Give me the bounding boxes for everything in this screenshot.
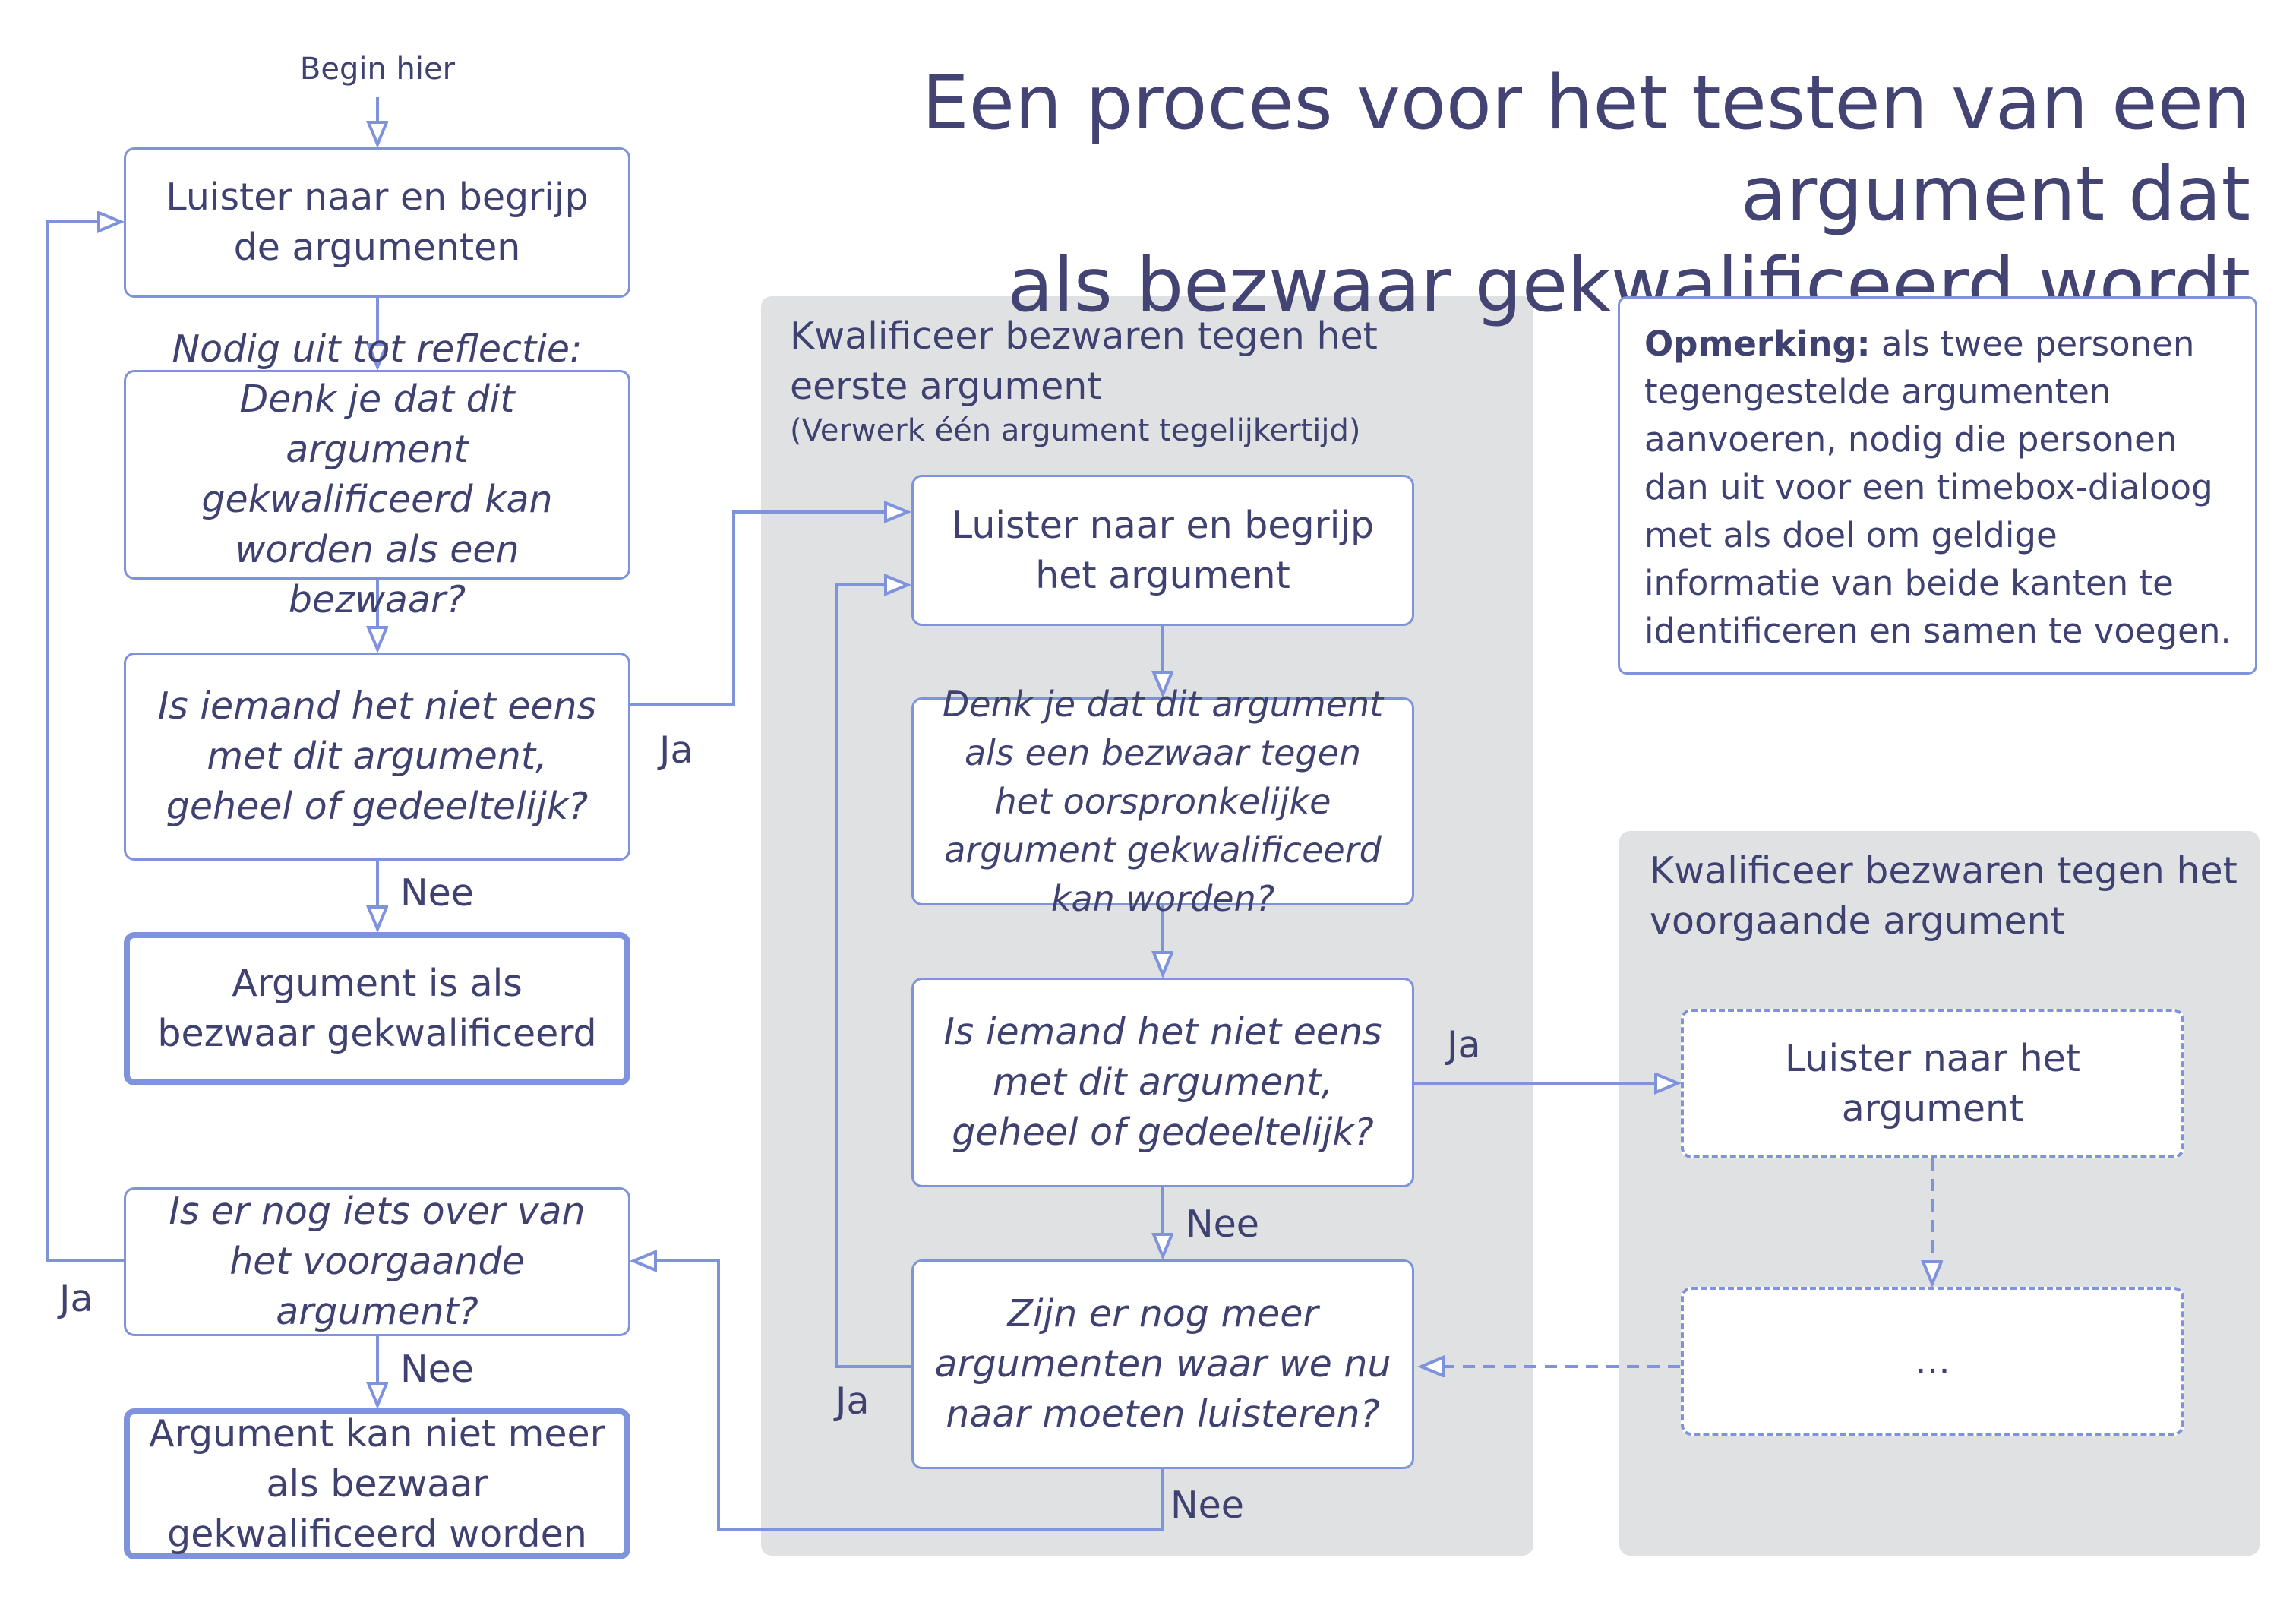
- panel-previous-argument-title: Kwalificeer bezwaren tegen het voorgaand…: [1650, 849, 2238, 943]
- box-listen-argument: Luister naar en begrijp het argument: [911, 475, 1414, 626]
- label-yes-more: Ja: [835, 1379, 870, 1423]
- label-yes-disagree: Ja: [659, 728, 693, 772]
- box-invite-reflection: Nodig uit tot reflectie: Denk je dat dit…: [124, 327, 630, 621]
- box-listen-argument-text: Luister naar en begrijp het argument: [951, 503, 1375, 597]
- label-no-mid-disagree: Nee: [1186, 1202, 1259, 1246]
- box-listen-previous-argument-text: Luister naar het argument: [1785, 1036, 2080, 1130]
- box-anything-remaining-text: Is er nog iets over van het voorgaande a…: [169, 1190, 586, 1333]
- label-no-disagree: Nee: [400, 871, 474, 915]
- box-think-objection: Denk je dat dit argument als een bezwaar…: [911, 684, 1414, 919]
- box-argument-qualified: Argument is als bezwaar gekwalificeerd: [124, 932, 630, 1085]
- box-listen-previous-argument: Luister naar het argument: [1681, 1009, 2184, 1158]
- box-argument-not-qualified: Argument kan niet meer als bezwaar gekwa…: [124, 1408, 630, 1559]
- box-listen-arguments-text: Luister naar en begrijp de argumenten: [166, 175, 589, 269]
- box-ellipsis-text: ...: [1915, 1339, 1950, 1383]
- arrow-mid-more-no: [633, 1261, 1164, 1531]
- note-label: Opmerking:: [1644, 324, 1871, 364]
- box-invite-reflection-text: Nodig uit tot reflectie: Denk je dat dit…: [172, 327, 583, 621]
- label-no-more: Nee: [1170, 1484, 1244, 1527]
- box-more-arguments: Zijn er nog meer argumenten waar we nu n…: [911, 1259, 1414, 1469]
- start-label: Begin hier: [299, 52, 456, 87]
- label-no-remaining: Nee: [400, 1348, 474, 1391]
- box-someone-disagrees: Is iemand het niet eens met dit argument…: [124, 653, 630, 861]
- box-think-objection-text: Denk je dat dit argument als een bezwaar…: [942, 684, 1384, 919]
- note-text: als twee personen tegengestelde argument…: [1644, 324, 2231, 651]
- box-ellipsis: ...: [1681, 1287, 2184, 1436]
- label-yes-mid-disagree: Ja: [1447, 1023, 1481, 1067]
- note-box: Opmerking: als twee personen tegengestel…: [1618, 296, 2257, 675]
- arrow-disagree-yes: [630, 512, 908, 706]
- label-yes-remaining: Ja: [59, 1277, 93, 1320]
- box-argument-not-qualified-text: Argument kan niet meer als bezwaar gekwa…: [149, 1411, 605, 1556]
- panel-first-argument-title: Kwalificeer bezwaren tegen het eerste ar…: [790, 314, 1378, 408]
- box-more-arguments-text: Zijn er nog meer argumenten waar we nu n…: [934, 1292, 1391, 1436]
- arrow-mid-more-yes-loop: [835, 585, 911, 1368]
- box-mid-someone-disagrees-text: Is iemand het niet eens met dit argument…: [943, 1010, 1382, 1154]
- title-line-1: Een proces voor het testen van een argum…: [921, 60, 2250, 238]
- box-someone-disagrees-text: Is iemand het niet eens met dit argument…: [157, 684, 597, 828]
- box-mid-someone-disagrees: Is iemand het niet eens met dit argument…: [911, 978, 1414, 1187]
- arrow-remaining-yes-loop: [46, 222, 124, 1262]
- panel-first-argument-subtitle: (Verwerk één argument tegelijkertijd): [790, 413, 1361, 448]
- box-argument-qualified-text: Argument is als bezwaar gekwalificeerd: [157, 962, 597, 1055]
- diagram-title: Een proces voor het testen van een argum…: [580, 58, 2250, 331]
- box-listen-arguments: Luister naar en begrijp de argumenten: [124, 147, 630, 298]
- box-anything-remaining: Is er nog iets over van het voorgaande a…: [124, 1187, 630, 1336]
